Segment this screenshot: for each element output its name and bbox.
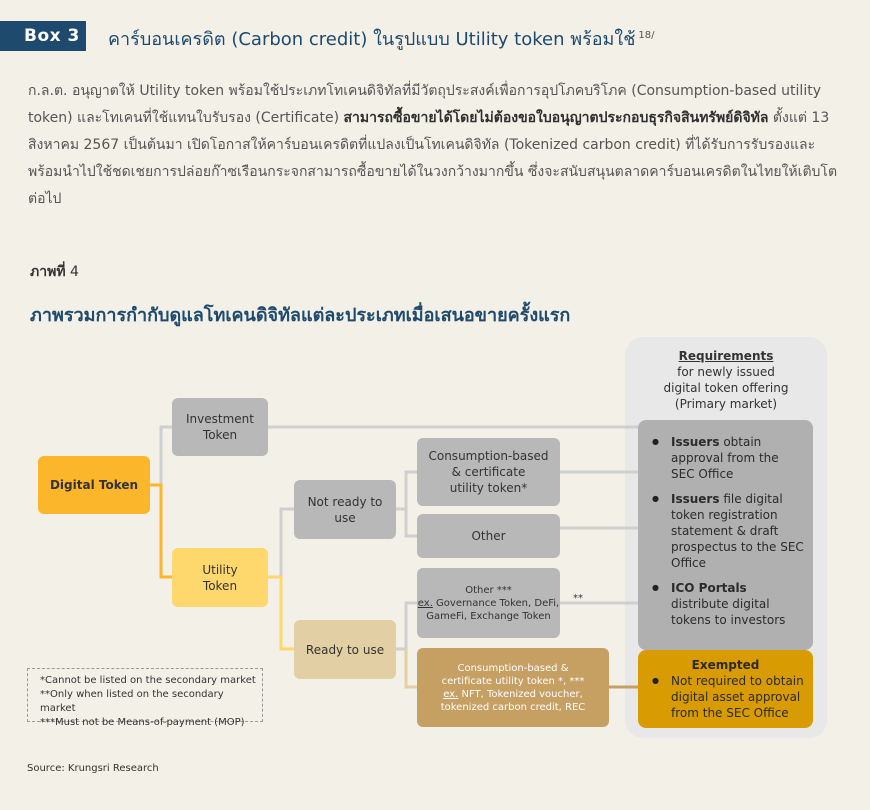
node-other-ready: Other *** ex. Governance Token, DeFi, Ga… [417,568,560,638]
requirements-title: Requirements [678,349,774,363]
box-title: คาร์บอนเครดิต (Carbon credit) ในรูปแบบ U… [108,29,655,50]
intro-paragraph: ก.ล.ต. อนุญาตให้ Utility token พร้อมใช้ป… [28,83,838,207]
requirement-item: Issuers file digital token registration … [650,491,805,571]
connector-utility-notready [268,507,294,579]
note-item: ***Must not be Means-of-payment (MOP) [40,717,245,728]
requirement-item: Issuers obtain approval from the SEC Off… [650,434,805,482]
figure-label: ภาพที่ 4 [30,264,79,280]
requirements-header: Requirements for newly issued digital to… [663,349,789,411]
node-other: Other [417,514,560,558]
node-ready-to-use: Ready to use [294,620,396,679]
connector-mark: ** [573,593,583,604]
connector-notready-split [396,470,417,538]
exempted-title: Exempted [691,658,760,672]
connector-digital-utility [150,483,172,579]
source-text: Source: Krungsri Research [27,763,159,774]
node-certificate-utility-token: Consumption-based & certificate utility … [417,648,609,727]
exempted-text: Not required to obtain digital asset app… [638,673,813,721]
connector-utility-ready [268,575,294,651]
intro-bold: สามารถซื้อขายได้โดยไม่ต้องขอใบอนุญาตประก… [343,110,769,126]
requirement-item: ICO Portals distribute digital tokens to… [650,580,805,628]
connector-ready-certificate [404,649,417,689]
node-digital-token: Digital Token [38,456,150,514]
notes-box: *Cannot be listed on the secondary marke… [27,668,263,728]
note-item: **Only when listed on the secondary mark… [40,689,224,714]
note-item: *Cannot be listed on the secondary marke… [40,675,256,686]
footnote-ref: 18/ [638,30,655,41]
connector-digital-investment [150,425,172,487]
box-label: Box 3 [0,21,86,51]
exempted-box: Exempted Not required to obtain digital … [638,650,813,728]
requirements-list: Issuers obtain approval from the SEC Off… [638,420,813,650]
connector-ready-other [396,601,417,651]
figure-title: ภาพรวมการกำกับดูแลโทเคนดิจิทัลแต่ละประเภ… [30,305,571,326]
